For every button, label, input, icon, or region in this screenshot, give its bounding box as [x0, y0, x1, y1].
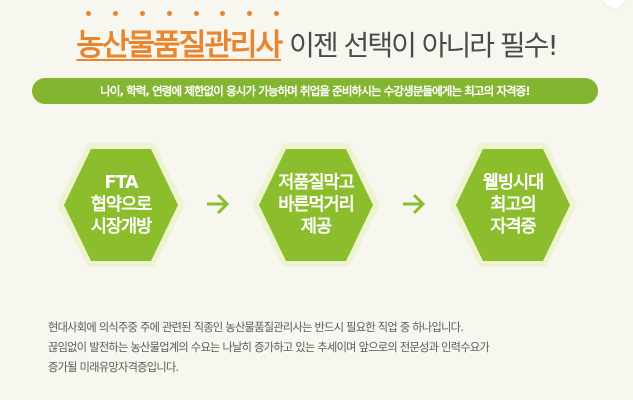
step-1-line-1: FTA [104, 173, 138, 193]
headline-rest: 이젠 선택이 아니라 필수! [289, 29, 559, 62]
info-banner: 나이, 학력, 연령에 제한없이 응시가 가능하며 취업을 준비하시는 수강생분… [32, 78, 598, 104]
corner-decoration [603, 0, 625, 8]
step-1-line-2: 협약으로 [90, 195, 152, 215]
description-line-3: 증가될 미래유망자격증입니다. [48, 361, 179, 374]
arrow-right-icon [205, 190, 231, 218]
emphasis-dot [220, 11, 226, 16]
emphasis-dot [86, 11, 92, 16]
step-hexagon-3: 웰빙시대 최고의 자격증 [446, 140, 580, 270]
hexagon-shape [252, 143, 380, 267]
step-3-line-3: 자격증 [490, 217, 536, 237]
emphasis-dot [166, 11, 172, 16]
headline: 농산물품질관리사 이젠 선택이 아니라 필수! [0, 11, 633, 64]
hexagon-shape [57, 143, 185, 267]
step-1-line-3: 시장개방 [90, 217, 152, 237]
step-hexagon-2: 저품질막고 바른먹거리 제공 [249, 140, 383, 270]
emphasis-dot [247, 11, 253, 16]
emphasis-dot [274, 11, 280, 16]
description-line-1: 현대사회에 의식주중 주에 관련된 직종인 농산물품질관리사는 반드시 필요한 … [48, 321, 464, 334]
description: 현대사회에 의식주중 주에 관련된 직종인 농산물품질관리사는 반드시 필요한 … [48, 318, 608, 378]
step-2-line-2: 바른먹거리 [278, 195, 354, 215]
emphasis-dot [193, 11, 199, 16]
emphasis-dots [80, 11, 285, 17]
headline-accent-wrap: 농산물품질관리사 [76, 11, 283, 64]
hexagon-shape [449, 143, 577, 267]
headline-accent: 농산물품질관리사 [76, 28, 283, 63]
step-label-2: 저품질막고 바른먹거리 제공 [249, 140, 383, 270]
step-2-line-1: 저품질막고 [278, 173, 354, 193]
emphasis-dot [139, 11, 145, 16]
emphasis-dot [113, 11, 119, 16]
step-hexagon-1: FTA 협약으로 시장개방 [54, 140, 188, 270]
arrow-right-icon [401, 190, 427, 218]
description-line-2: 끊임없이 발전하는 농산물업계의 수요는 나날히 증가하고 있는 추세이며 앞으… [48, 341, 490, 354]
step-3-line-2: 최고의 [490, 195, 536, 215]
step-3-line-1: 웰빙시대 [482, 173, 544, 193]
step-label-3: 웰빙시대 최고의 자격증 [446, 140, 580, 270]
step-2-line-3: 제공 [300, 217, 332, 237]
step-label-1: FTA 협약으로 시장개방 [54, 140, 188, 270]
